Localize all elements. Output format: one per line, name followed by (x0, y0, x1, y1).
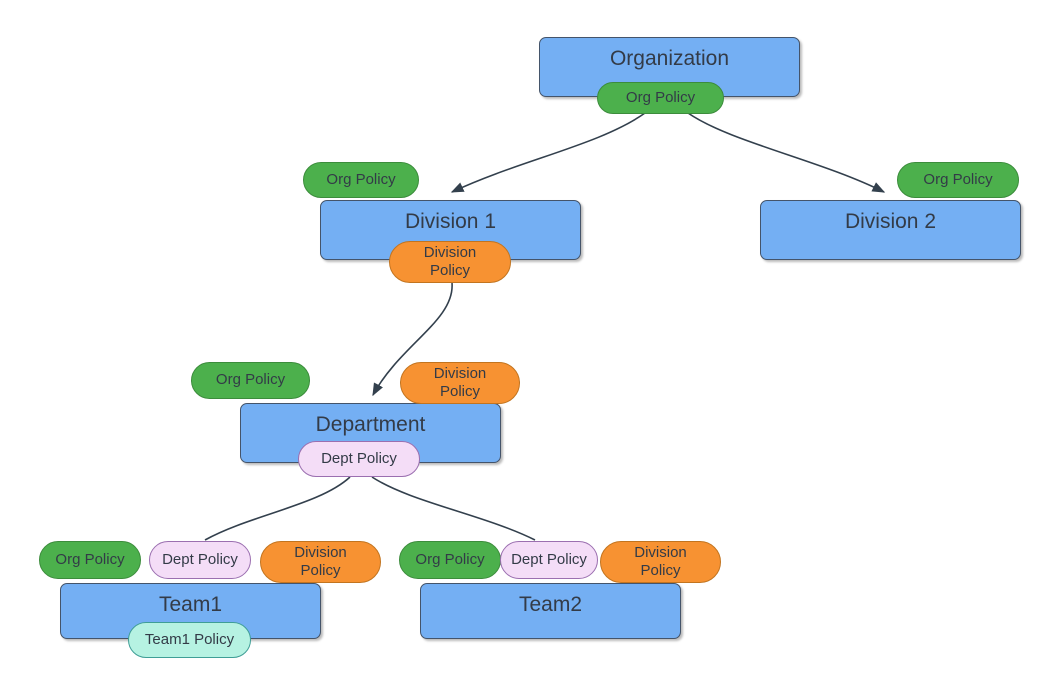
edge-department-to-team2 (371, 476, 536, 541)
edge-org-to-division1 (450, 112, 646, 193)
node-label-team1: Team1 (158, 593, 223, 616)
edge-department-to-team1 (204, 476, 351, 541)
node-team2[interactable]: Team2 (420, 583, 681, 639)
node-label-team2: Team2 (518, 593, 583, 616)
node-label-division2: Division 2 (844, 210, 937, 233)
node-division2[interactable]: Division 2 (760, 200, 1021, 260)
badge-org-policy-organization[interactable]: Org Policy (597, 82, 724, 114)
badge-label: Org Policy (326, 170, 396, 188)
badge-label: Org Policy (625, 88, 696, 106)
badge-org-policy-division1[interactable]: Org Policy (303, 162, 419, 198)
node-label-department: Department (315, 413, 426, 436)
badge-dept-policy-department[interactable]: Dept Policy (298, 441, 420, 477)
badge-org-policy-team2[interactable]: Org Policy (399, 541, 501, 579)
badge-org-policy-department[interactable]: Org Policy (191, 362, 310, 399)
badge-label: Org Policy (55, 550, 125, 568)
badge-dept-policy-team2[interactable]: Dept Policy (500, 541, 598, 579)
badge-team1-policy-team1[interactable]: Team1 Policy (128, 622, 251, 658)
badge-label: Org Policy (215, 371, 286, 389)
badge-dept-policy-team1[interactable]: Dept Policy (149, 541, 251, 579)
badge-label: Dept Policy (511, 550, 587, 568)
badge-label: Dept Policy (162, 550, 238, 568)
badge-label: Org Policy (415, 550, 485, 568)
badge-label: Team1 Policy (144, 630, 235, 648)
node-label-organization: Organization (609, 47, 730, 70)
node-label-division1: Division 1 (404, 210, 497, 233)
edge-org-to-division2 (687, 112, 886, 193)
badge-org-policy-team1[interactable]: Org Policy (39, 541, 141, 579)
badge-label: Dept Policy (321, 449, 397, 467)
badge-label: Org Policy (923, 170, 993, 188)
badge-org-policy-division2[interactable]: Org Policy (897, 162, 1019, 198)
